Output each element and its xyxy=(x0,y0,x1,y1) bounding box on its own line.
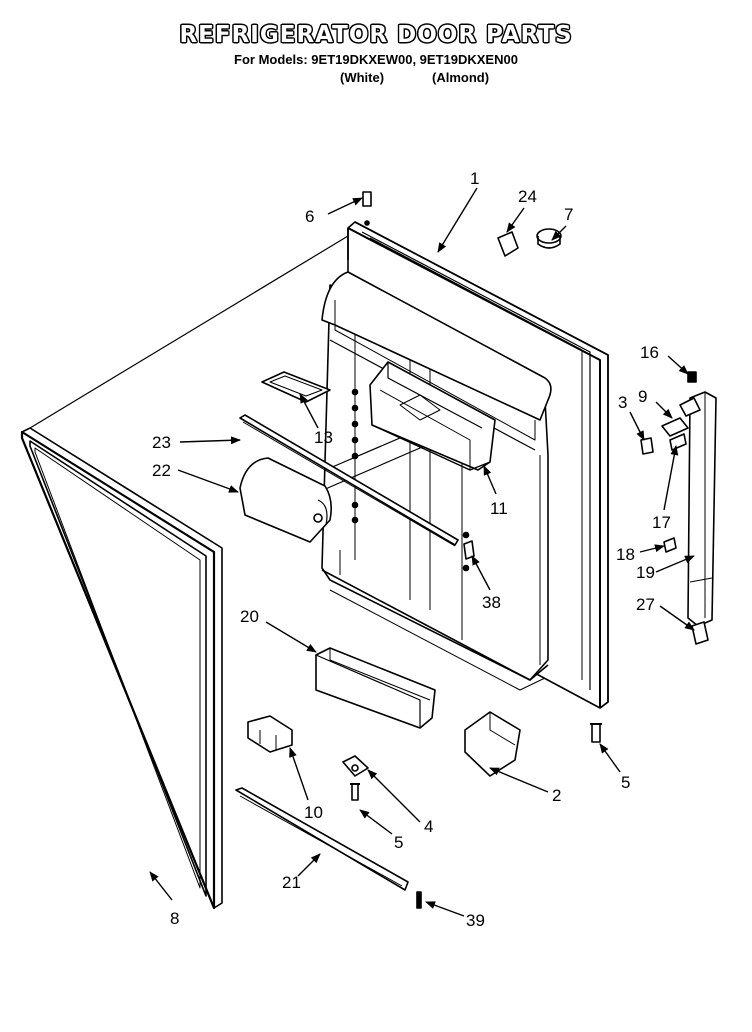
part-3 xyxy=(640,437,654,455)
door-handle-part-19 xyxy=(679,391,717,627)
callout-39: 39 xyxy=(466,911,485,930)
callout-5-center: 5 xyxy=(394,833,403,852)
door-bin-part-11 xyxy=(369,361,496,471)
callout-16: 16 xyxy=(640,343,659,362)
callout-7: 7 xyxy=(564,205,573,224)
model-numbers: For Models: 9ET19DKXEW00, 9ET19DKXEN00 xyxy=(234,52,518,67)
perspective-line-top xyxy=(29,235,349,429)
part-17 xyxy=(669,433,687,451)
part-18 xyxy=(663,537,677,553)
callout-17: 17 xyxy=(652,513,671,532)
variant-almond: (Almond) xyxy=(432,70,490,85)
callout-5-right: 5 xyxy=(621,773,630,792)
screw-part-5-right xyxy=(591,723,601,743)
part-10 xyxy=(247,715,293,753)
variant-white: (White) xyxy=(340,70,385,85)
callout-21: 21 xyxy=(282,873,301,892)
callout-6: 6 xyxy=(305,207,314,226)
callout-20: 20 xyxy=(240,607,259,626)
part-24 xyxy=(497,231,519,257)
callout-19: 19 xyxy=(636,563,655,582)
callout-18: 18 xyxy=(616,545,635,564)
part-13 xyxy=(261,371,331,403)
button-part-7 xyxy=(536,228,562,244)
callout-38: 38 xyxy=(482,593,501,612)
plug-part-6 xyxy=(362,191,372,207)
callout-27: 27 xyxy=(636,595,655,614)
callout-9: 9 xyxy=(638,387,647,406)
callout-11: 11 xyxy=(490,499,508,518)
callout-8: 8 xyxy=(170,909,179,928)
screw-part-16 xyxy=(687,371,697,383)
trim-bar-part-23 xyxy=(239,414,459,546)
callout-10: 10 xyxy=(304,803,323,822)
callout-24: 24 xyxy=(518,187,537,206)
callout-23: 23 xyxy=(152,433,171,452)
part-9 xyxy=(661,417,689,437)
door-stop-part-2 xyxy=(464,711,521,777)
diagram-title: REFRIGERATOR DOOR PARTS xyxy=(179,22,573,48)
shelf-bin-part-20 xyxy=(315,647,436,729)
hinge-part-4 xyxy=(342,755,369,777)
door-gasket-part-8 xyxy=(20,427,223,910)
part-27 xyxy=(691,621,709,645)
callout-labels: 1 24 7 6 16 3 9 13 23 22 11 17 18 19 38 … xyxy=(152,169,671,930)
callout-4: 4 xyxy=(424,817,433,836)
callout-1: 1 xyxy=(470,169,479,188)
callout-2: 2 xyxy=(552,786,561,805)
leader-lines xyxy=(149,187,695,917)
callout-22: 22 xyxy=(152,461,171,480)
callout-13: 13 xyxy=(314,428,333,447)
part-39 xyxy=(416,891,422,909)
callout-3: 3 xyxy=(618,393,627,412)
dairy-door-part-22 xyxy=(239,457,332,543)
